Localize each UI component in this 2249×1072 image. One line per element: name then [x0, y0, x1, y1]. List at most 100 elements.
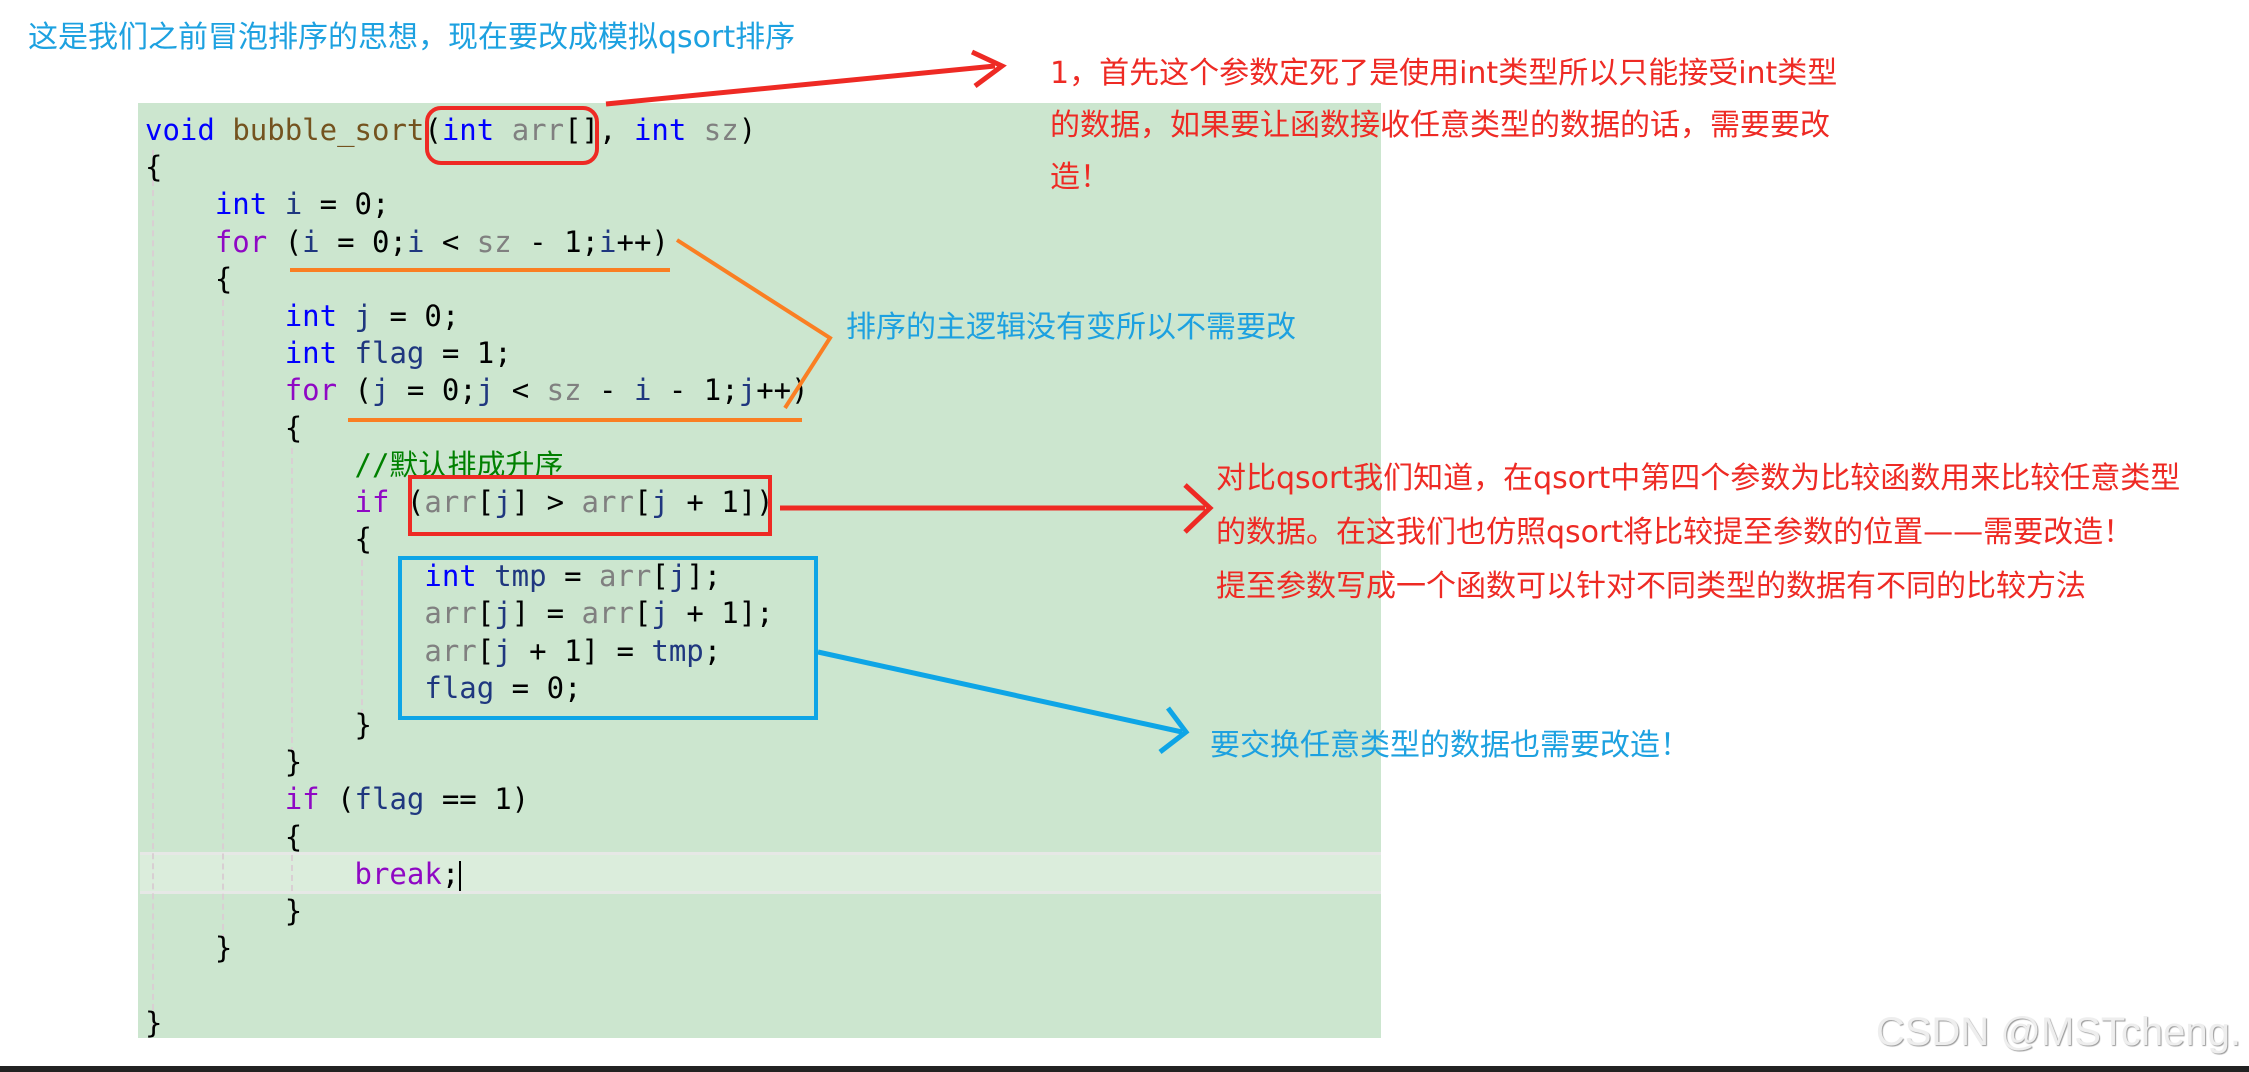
code-line[interactable]: for (i = 0;i < sz - 1;i++) — [145, 224, 809, 261]
code-token-txt: } — [284, 745, 303, 780]
indent-guide — [152, 150, 154, 1030]
code-line[interactable]: } — [145, 744, 809, 781]
code-token-txt: < — [424, 224, 477, 259]
swap-highlight-box — [398, 556, 818, 720]
code-line[interactable]: arr[j + 1] = tmp; — [145, 633, 809, 670]
code-token-var: j — [354, 298, 373, 333]
code-token-txt: ] = — [511, 596, 582, 631]
code-token-txt: ; — [441, 856, 460, 891]
code-line[interactable]: int i = 0; — [145, 186, 809, 223]
code-token-ctl: break — [354, 856, 442, 891]
watermark: CSDN @MSTcheng. — [1875, 1010, 2241, 1054]
code-token-var: j — [651, 596, 669, 631]
code-line[interactable]: } — [145, 1005, 809, 1042]
code-token-txt: = 0; — [319, 224, 407, 259]
code-token-txt: [ — [476, 596, 495, 631]
code-token-var: j — [668, 559, 687, 594]
code-token-txt: [ — [476, 633, 495, 668]
code-token-var: i — [284, 187, 303, 222]
code-line[interactable]: break; — [145, 856, 809, 893]
code-token-par: arr — [599, 559, 652, 594]
code-token-par: sz — [476, 224, 512, 259]
code-token-txt: - 1; — [651, 373, 739, 408]
text-caret — [459, 860, 462, 891]
code-line[interactable]: void bubble_sort(int arr[], int sz) — [145, 112, 809, 149]
code-token-var: tmp — [651, 633, 704, 668]
code-token-var: j — [476, 373, 495, 408]
code-token-txt: { — [145, 150, 163, 185]
code-token-var: j — [494, 633, 512, 668]
code-token-txt: [ — [633, 596, 652, 631]
code-token-txt: } — [145, 1005, 163, 1040]
code-token-txt: - 1; — [511, 224, 600, 259]
code-token-kw: void — [145, 113, 215, 147]
code-line[interactable]: { — [145, 149, 809, 186]
code-token-var: j — [494, 484, 512, 519]
code-token-txt: + 1]; — [668, 596, 774, 631]
code-text[interactable]: void bubble_sort(int arr[], int sz){ int… — [145, 112, 809, 1042]
code-token-txt: [], — [564, 113, 634, 147]
code-token-var: i — [633, 373, 652, 408]
code-token-par: arr — [424, 596, 477, 631]
code-token-txt: ( — [319, 782, 355, 817]
code-token-kw: int — [633, 113, 687, 147]
code-token-var: j — [494, 596, 512, 631]
code-line[interactable]: if (flag == 1) — [145, 781, 809, 818]
code-token-txt: = 0; — [372, 298, 460, 333]
swap-note: 要交换任意类型的数据也需要改造！ — [1210, 728, 1690, 763]
code-line[interactable]: { — [145, 521, 809, 558]
code-token-ctl: if — [354, 484, 390, 519]
code-token-var: tmp — [494, 559, 547, 594]
code-line[interactable]: } — [145, 707, 809, 744]
code-token-par: arr — [581, 484, 634, 519]
code-token-par: arr — [581, 596, 634, 631]
code-token-par: arr — [424, 633, 477, 668]
code-line[interactable]: for (j = 0;j < sz - i - 1;j++) — [145, 372, 809, 409]
code-token-txt: ; — [703, 633, 722, 668]
code-token-kw: int — [284, 336, 338, 371]
code-token-ctl: for — [214, 224, 268, 259]
code-token-txt: ( — [267, 224, 303, 259]
code-line[interactable]: { — [145, 261, 809, 298]
code-line[interactable]: { — [145, 819, 809, 856]
code-token-par: arr — [424, 484, 477, 519]
code-token-var: j — [738, 373, 757, 408]
code-line[interactable]: int flag = 1; — [145, 335, 809, 372]
code-token-txt: { — [284, 819, 303, 854]
arrow-to-param-note — [605, 63, 996, 107]
code-line[interactable]: arr[j] = arr[j + 1]; — [145, 595, 809, 632]
code-line[interactable]: } — [145, 930, 809, 967]
code-token-txt: ( — [337, 373, 372, 408]
code-token-par: arr — [511, 113, 565, 147]
param-note: 1，首先这个参数定死了是使用int类型所以只能接受int类型 的数据，如果要让函… — [1050, 56, 1838, 195]
code-line[interactable]: int tmp = arr[j]; — [145, 558, 809, 595]
code-token-par: sz — [703, 113, 739, 147]
logic-bracket-line — [675, 238, 833, 410]
code-line[interactable]: flag = 0; — [145, 670, 809, 707]
code-line[interactable]: if (arr[j] > arr[j + 1]) — [145, 484, 809, 521]
arrowhead-icon — [970, 49, 1007, 89]
code-token-txt: { — [354, 522, 372, 557]
code-token-txt: + 1] = — [511, 633, 652, 668]
current-line-highlight — [140, 852, 1381, 894]
code-token-fn: bubble_sort — [232, 113, 425, 147]
code-line[interactable]: { — [145, 410, 809, 447]
code-token-txt: = 0; — [494, 670, 582, 705]
code-token-txt: == 1) — [424, 782, 530, 817]
code-token-kw: int — [214, 187, 268, 222]
code-line[interactable]: int j = 0; — [145, 298, 809, 335]
code-line[interactable]: } — [145, 893, 809, 930]
code-token-var: flag — [354, 336, 425, 371]
bottom-border — [0, 1066, 2249, 1072]
code-token-kw: int — [441, 113, 495, 147]
param-highlight-box — [425, 106, 599, 165]
code-token-txt: ] > — [511, 484, 582, 519]
code-token-txt: = 0; — [389, 373, 477, 408]
indent-guide — [361, 560, 363, 715]
code-token-txt: } — [354, 708, 372, 742]
code-token-ctl: for — [284, 373, 338, 408]
code-token-var: j — [372, 373, 390, 408]
code-token-var: j — [651, 484, 669, 519]
code-token-txt: - — [581, 373, 634, 408]
code-token-txt: + 1]) — [668, 484, 774, 519]
